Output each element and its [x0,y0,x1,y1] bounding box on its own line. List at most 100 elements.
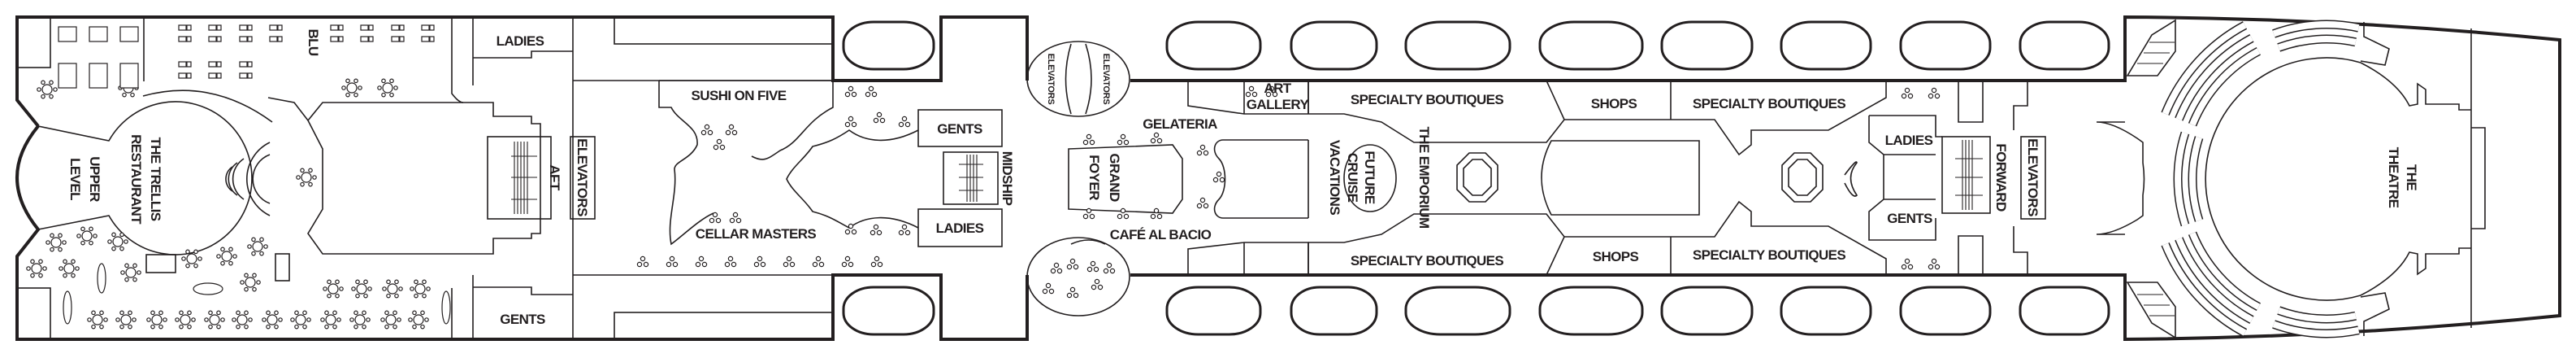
chair [236,324,241,330]
chair [336,317,341,322]
chair [91,310,96,316]
cafe-seat [1203,203,1209,209]
banquette-table [119,63,139,89]
chair [324,324,329,330]
chair [362,310,366,316]
round-table [356,283,367,295]
booth-seat [429,36,435,42]
label-specialty-boutiques: SPECIALTY BOUTIQUES [1351,253,1503,268]
cafe-seat [901,116,908,122]
round-table [301,172,312,183]
chair [259,251,264,256]
chair [420,324,425,330]
cafe-seat [812,261,818,268]
chair [220,260,225,266]
seating-row-fill [2162,22,2247,116]
cafe-seat [666,261,672,268]
chair [392,310,397,316]
round-table [151,314,163,325]
chair [327,279,332,285]
chair [244,310,249,316]
chair [412,310,417,316]
lifeboat [1899,20,1992,71]
chair [398,286,403,291]
cafe-seat [1212,177,1219,183]
cafe-seat [636,261,643,268]
chair [120,270,125,275]
cafe-seat [1216,171,1222,177]
cafe-seat [844,255,851,262]
round-table [221,251,232,262]
cafe-seat [1093,266,1099,273]
chair [422,293,427,299]
seating-row-fill [2272,321,2360,337]
chair [392,324,397,330]
chair [389,92,394,98]
booth-seat [277,24,283,31]
cafe-seat [1103,268,1109,274]
chair [302,324,307,330]
cafe-seat [1069,258,1076,264]
chair [59,266,63,271]
cafe-seat [707,129,713,136]
booth-seat [186,72,192,79]
lifeboat [1404,20,1511,71]
seating-row-fill [2189,48,2261,126]
chair [394,279,399,285]
chair [353,92,358,98]
chair [290,317,295,322]
chair [382,286,387,291]
label-art-gallery: ART [1264,81,1291,96]
booth-seat [247,72,253,79]
cafe-seat [844,91,851,98]
round-table [414,283,426,295]
seating-row-fill [2189,232,2261,310]
dining-tables [26,24,1941,330]
cafe-seat [716,138,722,145]
cafe-seat [1196,150,1203,156]
label-shops: SHOPS [1593,249,1639,264]
chair [150,310,155,316]
chair [274,310,279,316]
chair [320,317,325,322]
chair [424,317,429,322]
booth-table [178,72,187,79]
chair [312,175,317,180]
chair [26,266,31,271]
label-specialty-boutiques: SPECIALTY BOUTIQUES [1351,92,1503,107]
label-specialty-boutiques: SPECIALTY BOUTIQUES [1693,247,1845,263]
cafe-seat [873,224,879,230]
chair [137,270,141,275]
round-table [387,283,398,295]
aft-walls [16,16,834,340]
cafe-seat [727,255,734,262]
chair [410,286,414,291]
cafe-seat [713,144,719,151]
cafe-seat [1086,207,1092,214]
chair [323,286,327,291]
label-cellar-masters: CELLAR MASTERS [696,226,817,242]
lifeboat [2019,20,2110,71]
chair [300,168,305,173]
label-forward-stairs: FORWARD [1993,143,2009,212]
chair [358,85,362,90]
booth-table [421,24,430,31]
chair [58,233,63,238]
chair [262,317,267,322]
booth-table [239,61,248,68]
booth-table [391,24,400,31]
cafe-seat [1123,139,1130,146]
cafe-seat [841,261,848,268]
banquette-table [89,26,108,42]
label-elevators-midship-left: ELEVATORS [1046,54,1056,105]
chair [179,324,184,330]
lifeboat [842,20,935,71]
chair [71,273,76,278]
cafe-seat [1042,288,1048,295]
chair [71,259,76,264]
booth-seat [399,36,405,42]
chair [58,247,63,252]
chair [345,78,350,84]
booth-seat [247,24,253,31]
label-blu: BLU [306,28,321,55]
